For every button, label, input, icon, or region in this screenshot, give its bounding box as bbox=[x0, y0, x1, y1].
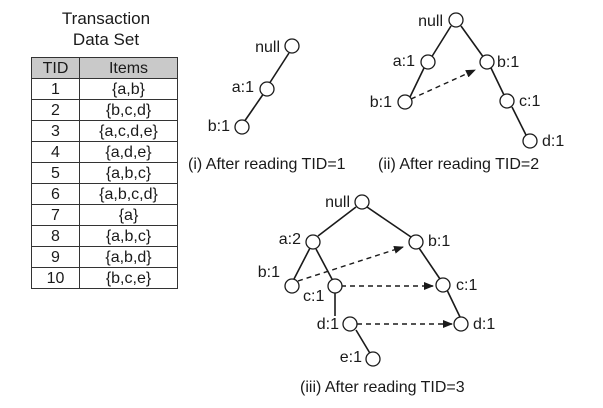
label-b: b:1 bbox=[428, 233, 450, 250]
edge-c-d-right bbox=[446, 289, 461, 318]
edge-null-a bbox=[317, 206, 357, 237]
label-a-b: b:1 bbox=[370, 94, 392, 111]
node-a bbox=[305, 234, 321, 250]
node-b bbox=[479, 54, 495, 70]
node-b bbox=[408, 234, 424, 250]
node-a-c bbox=[327, 278, 343, 294]
label-a-b: b:1 bbox=[258, 264, 280, 281]
edge-c-d bbox=[511, 106, 527, 136]
table-row: 3{a,c,d,e} bbox=[31, 120, 178, 142]
node-c bbox=[435, 277, 451, 293]
link-b bbox=[410, 69, 476, 100]
edge-null-b bbox=[366, 206, 412, 238]
table-row: 10{b,c,e} bbox=[31, 267, 178, 289]
node-a-b bbox=[284, 278, 300, 294]
dataset-title-line2: Data Set bbox=[72, 30, 140, 49]
header-tid: TID bbox=[31, 57, 80, 79]
edge-a-c bbox=[315, 248, 334, 282]
items-cell: {a,c,d,e} bbox=[79, 120, 178, 142]
tid-cell: 10 bbox=[31, 267, 80, 289]
header-items: Items bbox=[79, 57, 178, 79]
table-header-row: TID Items bbox=[31, 57, 178, 79]
edge-a-b bbox=[293, 247, 311, 280]
items-cell: {b,c,e} bbox=[79, 267, 178, 289]
label-null: null bbox=[255, 39, 280, 56]
label-a-e: e:1 bbox=[340, 349, 362, 366]
edge-b-c bbox=[490, 67, 505, 96]
table-row: 8{a,b,c} bbox=[31, 225, 178, 247]
label-a: a:1 bbox=[232, 79, 254, 96]
label-b: b:1 bbox=[208, 118, 230, 135]
edge-a-b bbox=[243, 92, 265, 123]
node-a-d bbox=[342, 316, 358, 332]
label-c: c:1 bbox=[456, 277, 477, 294]
tree-after-tid-1: null a:1 b:1 (i) After reading TID=1 bbox=[188, 38, 346, 173]
label-b: b:1 bbox=[497, 54, 519, 71]
node-null bbox=[354, 194, 370, 210]
node-a-e bbox=[365, 351, 381, 367]
dataset-title-line1: Transaction bbox=[61, 9, 151, 28]
transaction-table: TID Items 1{a,b} 2{b,c,d} 3{a,c,d,e} 4{a… bbox=[31, 57, 178, 289]
label-a: a:1 bbox=[393, 53, 415, 70]
node-d bbox=[453, 316, 469, 332]
caption-tree-1: (i) After reading TID=1 bbox=[188, 156, 346, 173]
node-c bbox=[499, 93, 515, 109]
edge-null-b bbox=[460, 25, 485, 59]
link-b bbox=[297, 245, 404, 282]
node-b bbox=[234, 119, 250, 135]
edge-d-e bbox=[355, 329, 372, 356]
items-cell: {a,b,c} bbox=[79, 225, 178, 247]
edge-a-b bbox=[409, 67, 425, 98]
label-d: d:1 bbox=[542, 133, 564, 150]
dataset-title: Transaction Data Set bbox=[18, 8, 194, 50]
label-null: null bbox=[325, 194, 350, 211]
node-a bbox=[259, 81, 275, 97]
caption-tree-2: (ii) After reading TID=2 bbox=[378, 156, 539, 173]
label-d: d:1 bbox=[473, 316, 495, 333]
node-null bbox=[284, 38, 300, 54]
items-cell: {a,d,e} bbox=[79, 141, 178, 163]
edge-null-a bbox=[268, 52, 290, 85]
node-a bbox=[420, 54, 436, 70]
label-a-c: c:1 bbox=[303, 288, 324, 305]
edge-null-a bbox=[430, 25, 452, 59]
label-null: null bbox=[418, 13, 443, 30]
caption-tree-3: (iii) After reading TID=3 bbox=[300, 379, 465, 396]
edge-b-c bbox=[418, 247, 441, 280]
tree-after-tid-2: null a:1 b:1 b:1 c:1 d:1 (ii) After read… bbox=[370, 12, 564, 173]
table-row: 2{b,c,d} bbox=[31, 99, 178, 121]
label-c: c:1 bbox=[519, 93, 540, 110]
label-a-d: d:1 bbox=[317, 316, 339, 333]
node-a-b bbox=[397, 94, 413, 110]
node-null bbox=[448, 12, 464, 28]
label-a: a:2 bbox=[279, 231, 301, 248]
tree-after-tid-3: null a:2 b:1 b:1 c:1 c:1 d:1 d:1 e:1 (ii… bbox=[258, 194, 496, 396]
items-cell: {b,c,d} bbox=[79, 99, 178, 121]
node-d bbox=[522, 133, 538, 149]
